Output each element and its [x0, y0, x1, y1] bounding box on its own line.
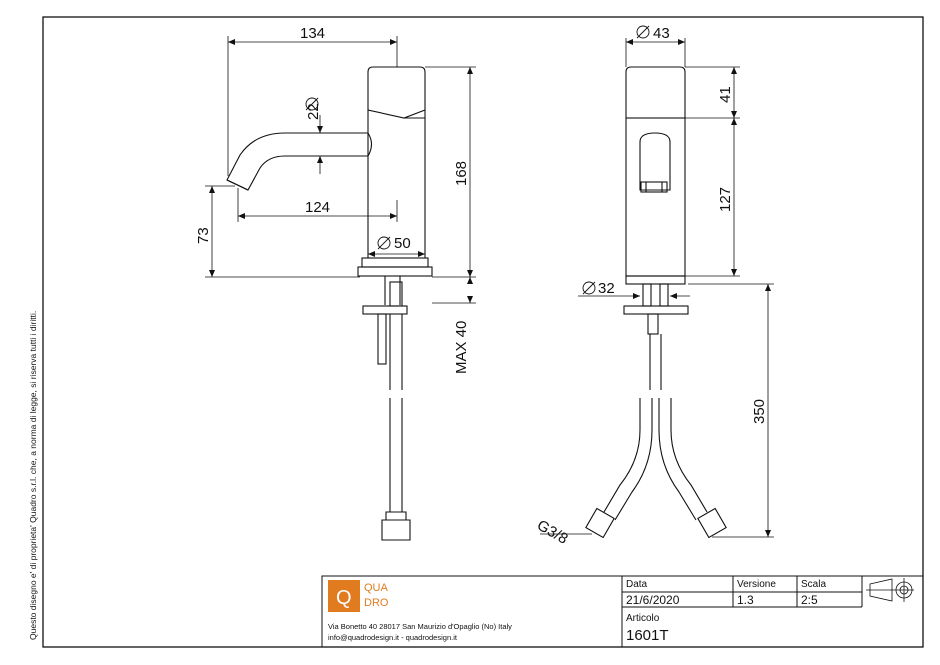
- company-contact: info@quadrodesign.it - quadrodesign.it: [328, 633, 458, 642]
- dim-168: 168: [453, 161, 470, 186]
- dim-124: 124: [305, 199, 330, 216]
- article-value: 1601T: [626, 627, 669, 644]
- dim-32: 32: [598, 280, 615, 297]
- logo-text-line1: QUA: [364, 582, 389, 594]
- side-view: [226, 66, 433, 541]
- dim-43: 43: [653, 25, 670, 42]
- article-label: Articolo: [626, 613, 660, 624]
- dim-127: 127: [717, 187, 734, 212]
- date-label: Data: [626, 579, 648, 590]
- front-view: [585, 66, 727, 539]
- version-value: 1.3: [737, 593, 754, 607]
- diameter-symbol: [636, 25, 650, 39]
- company-logo: [328, 580, 360, 612]
- dim-134: 134: [300, 25, 325, 42]
- projection-symbol-icon: [866, 578, 914, 602]
- version-label: Versione: [737, 579, 776, 590]
- side-view-dimensions: [205, 36, 476, 304]
- dim-50: 50: [394, 235, 411, 252]
- dim-22: 22: [305, 103, 322, 120]
- drawing-frame: [42, 16, 924, 648]
- title-block: [321, 575, 924, 648]
- logo-letter: Q: [336, 587, 352, 609]
- front-view-dimensions: [540, 38, 774, 538]
- diameter-symbol: [582, 281, 596, 295]
- dim-g38: G3/8: [534, 517, 571, 548]
- diameter-symbol: [377, 236, 391, 250]
- dim-41: 41: [717, 86, 734, 103]
- scale-label: Scala: [801, 579, 826, 590]
- dim-350: 350: [751, 399, 768, 424]
- date-value: 21/6/2020: [626, 593, 680, 607]
- dim-max-40: MAX 40: [453, 321, 470, 374]
- company-address: Via Bonetto 40 28017 San Maurizio d'Opag…: [328, 622, 512, 631]
- scale-value: 2:5: [801, 593, 818, 607]
- logo-text-line2: DRO: [364, 597, 389, 609]
- dim-73: 73: [195, 227, 212, 244]
- diameter-symbol: [305, 97, 319, 111]
- copyright-notice: Questo disegno e' di proprieta' Quadro s…: [28, 311, 38, 640]
